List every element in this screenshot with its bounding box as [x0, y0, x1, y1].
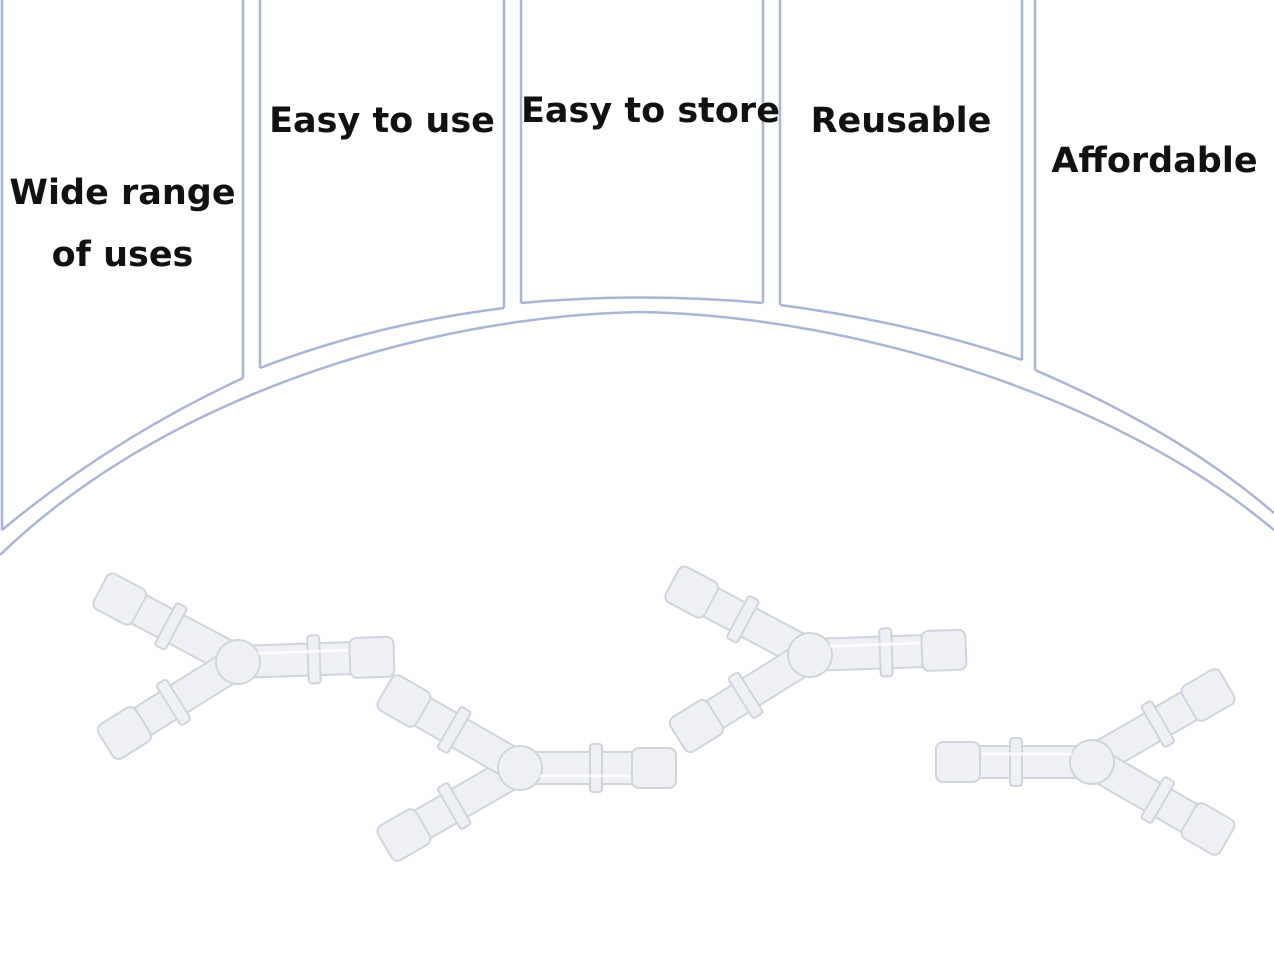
feature-wide-range-line2: of uses — [51, 235, 194, 275]
inner-arc — [0, 310, 1274, 556]
arc-segment-5 — [1034, 368, 1274, 514]
feature-affordable: Affordable — [1035, 130, 1274, 192]
feature-wide-range-line1: Wide range — [9, 173, 236, 213]
arc-segment-1 — [1, 376, 244, 531]
feature-easy-to-store: Easy to store — [521, 80, 780, 142]
divider-lines — [0, 0, 1274, 556]
feature-easy-to-use-label: Easy to use — [269, 101, 495, 141]
feature-wide-range: Wide range of uses — [2, 162, 243, 286]
feature-easy-to-use: Easy to use — [260, 90, 504, 152]
y-connector-icon — [934, 661, 1241, 863]
arc-segment-3 — [520, 296, 764, 305]
y-connector-icon — [86, 556, 399, 768]
y-connector-icon — [658, 549, 971, 761]
feature-affordable-label: Affordable — [1051, 141, 1258, 181]
product-images — [86, 549, 1241, 869]
arc-segment-4 — [779, 303, 1023, 362]
feature-reusable-label: Reusable — [810, 101, 992, 141]
arc-segment-2 — [259, 306, 505, 370]
feature-easy-to-store-label: Easy to store — [521, 91, 780, 131]
feature-reusable: Reusable — [780, 90, 1022, 152]
y-connector-icon — [371, 667, 678, 869]
